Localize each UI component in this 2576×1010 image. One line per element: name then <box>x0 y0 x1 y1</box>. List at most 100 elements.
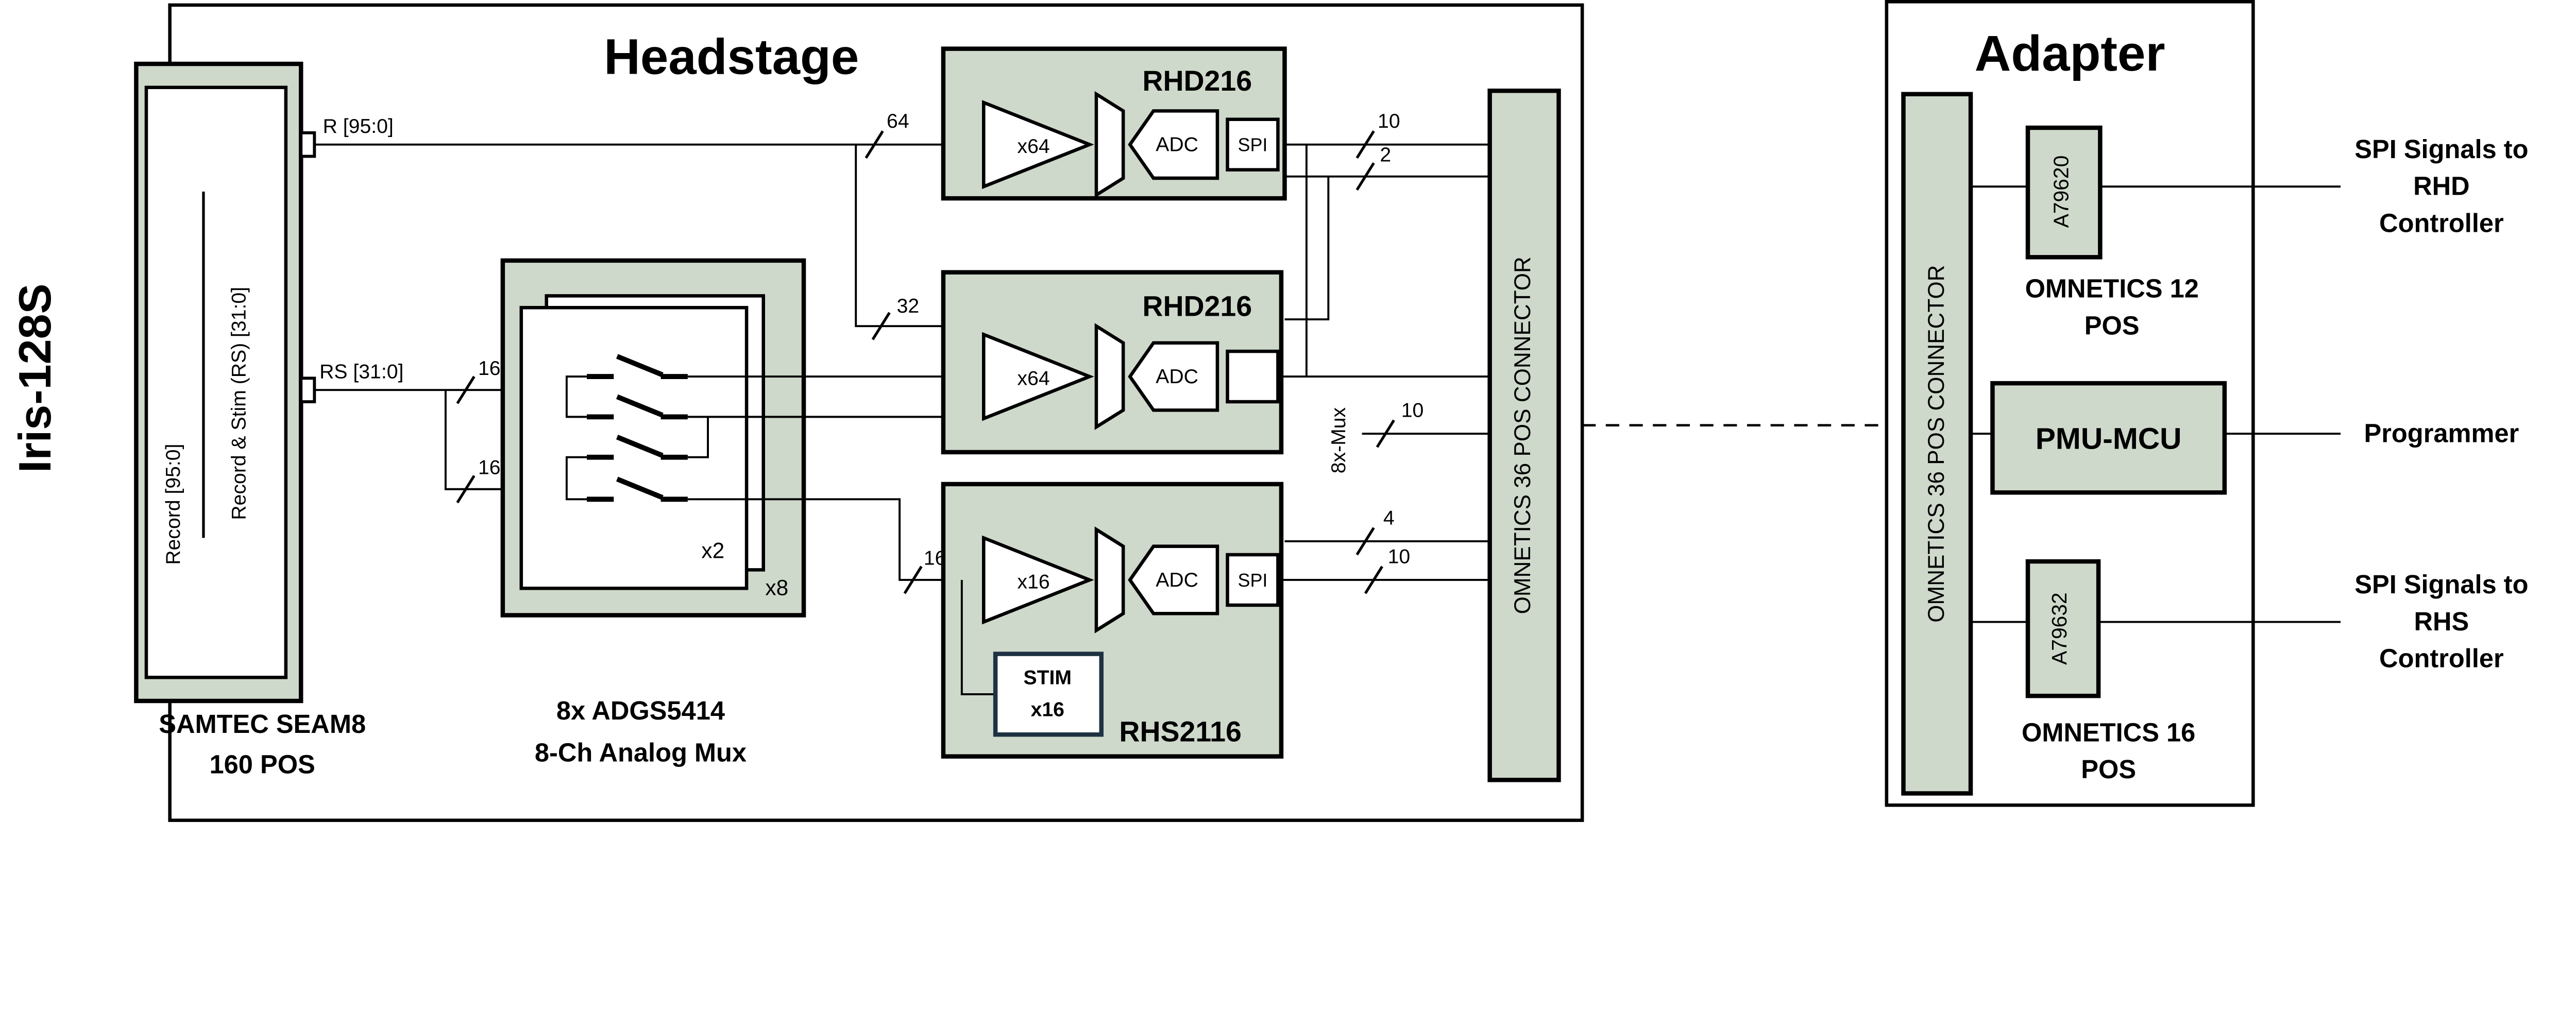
adapter-board: Adapter OMNETICS 36 POS CONNECTOR A79620… <box>1885 0 2341 807</box>
wire-rhs10-slash <box>1364 566 1383 594</box>
switch-blade <box>616 354 664 378</box>
product-title: Iris-128S <box>9 284 60 473</box>
adc-label: ADC <box>1156 569 1198 591</box>
amp-gain-label: x64 <box>1018 135 1050 158</box>
adc-shape <box>1128 544 1219 615</box>
rhd-controller-label-3: Controller <box>2379 208 2504 237</box>
mux-caption-2: 8-Ch Analog Mux <box>535 738 747 767</box>
mux-switch-4 <box>587 476 688 502</box>
switch-blade <box>616 476 664 500</box>
omnetics36-body <box>1901 92 1973 796</box>
pmu-mcu-path: PMU-MCU <box>1971 381 2341 495</box>
headstage-title: Headstage <box>604 28 859 85</box>
amp-gain-label: x16 <box>1018 571 1050 593</box>
system-block-diagram: Headstage Record [95:0] Record & Stim (R… <box>9 0 2529 822</box>
filter-shape <box>1094 526 1125 634</box>
programmer-label: Programmer <box>2364 418 2519 448</box>
spi-box <box>1226 553 1280 607</box>
switch-blade <box>616 435 664 458</box>
samtec-caption-2: 160 POS <box>210 749 315 779</box>
wire-r-slash <box>865 130 884 159</box>
mux-bracket-upper <box>565 375 587 418</box>
wire-spi10-width: 10 <box>1378 110 1400 132</box>
adapter-outline <box>1885 0 2255 807</box>
samtec-pin-r <box>299 131 316 158</box>
a79632-body <box>2025 559 2101 698</box>
wire-r-bus: R [95:0] 64 32 <box>314 110 1490 340</box>
wire-rs16a-slash <box>456 375 476 404</box>
rhs2116-title: RHS2116 <box>1119 715 1241 747</box>
rhd216-mid-title: RHD216 <box>1142 290 1252 322</box>
mux-x8-label: x8 <box>765 575 788 600</box>
wire-aux2-branch <box>1284 176 1330 321</box>
wire-stim4-width: 4 <box>1383 507 1395 529</box>
wire-aux2-width: 2 <box>1380 144 1391 166</box>
wire-r-width: 64 <box>887 110 909 132</box>
spi-box <box>1226 117 1280 172</box>
connector-bus-wires: 10 2 10 8x-Mux 4 10 <box>1284 110 1490 594</box>
adc-shape <box>1128 109 1219 180</box>
a79632-caption-2: POS <box>2081 755 2136 784</box>
wire-r32-branch <box>855 144 984 328</box>
mux-bracket-lower <box>565 456 587 501</box>
samtec-record-stim-label: Record & Stim (RS) [31:0] <box>228 287 250 520</box>
mux-bracket-right <box>687 416 709 458</box>
stim-label-1: STIM <box>1024 666 1072 689</box>
samtec-inner <box>144 85 288 679</box>
filter-shape <box>1094 91 1125 198</box>
adapter-omnetics-connector: OMNETICS 36 POS CONNECTOR <box>1901 92 1973 796</box>
unlabeled-interface-box <box>1226 349 1280 404</box>
wire-rs16a-width: 16 <box>478 357 501 380</box>
amp-triangle <box>982 332 1094 421</box>
spi-label: SPI <box>1238 570 1268 591</box>
adc-shape <box>1128 341 1219 412</box>
pmu-mcu-body <box>1990 381 2227 495</box>
rhd216-top: RHD216 x64 ADC SPI <box>941 46 1287 201</box>
samtec-caption-1: SAMTEC SEAM8 <box>159 709 366 739</box>
adc-label: ADC <box>1156 366 1198 388</box>
wire-spi10-slash <box>1355 130 1375 159</box>
omnetics36-label: OMNETICS 36 POS CONNECTOR <box>1510 256 1535 614</box>
wire-muxctrl-label: 8x-Mux <box>1328 407 1350 473</box>
wire-r-label: R [95:0] <box>323 115 394 138</box>
mux-switch-1 <box>587 354 688 379</box>
external-labels: SPI Signals to RHD Controller Programmer… <box>2354 134 2528 673</box>
a79620-caption-2: POS <box>2084 311 2140 340</box>
analog-mux: x2 x8 8x ADGS5414 8-Ch Analog Mux <box>500 258 806 767</box>
a79632-path: A79632 OMNETICS 16 POS <box>1971 559 2341 784</box>
wire-mux16-slash <box>903 566 923 594</box>
wire-stim4-slash <box>1355 527 1375 556</box>
wire-muxctrl-width: 10 <box>1401 399 1424 421</box>
switch-blade <box>616 394 664 418</box>
samtec-pin-rs <box>299 376 316 403</box>
a79620-label: A79620 <box>2049 156 2073 228</box>
samtec-connector: Record [95:0] Record & Stim (RS) [31:0] … <box>134 61 366 779</box>
wire-rs-label: RS [31:0] <box>319 361 403 383</box>
stim-box <box>993 652 1104 737</box>
rhd-controller-label-1: SPI Signals to <box>2354 134 2528 164</box>
rhs-controller-label-2: RHS <box>2414 607 2469 636</box>
wire-rs16b-width: 16 <box>478 456 501 478</box>
wire-r32-width: 32 <box>897 295 920 317</box>
omnetics36-label: OMNETICS 36 POS CONNECTOR <box>1924 265 1949 622</box>
wire-rs16b-slash <box>456 475 476 504</box>
stim-label-2: x16 <box>1031 698 1064 721</box>
samtec-record-label: Record [95:0] <box>162 444 184 565</box>
amp-triangle <box>982 535 1094 625</box>
rhd216-top-title: RHD216 <box>1142 65 1252 97</box>
mux-switch-3 <box>587 435 688 460</box>
spi-label: SPI <box>1238 135 1268 156</box>
pmu-mcu-label: PMU-MCU <box>2036 422 2182 455</box>
filter-shape <box>1094 323 1125 430</box>
wire-aux2-slash <box>1355 162 1375 191</box>
amp-gain-label: x64 <box>1018 367 1050 389</box>
wire-rhs10-width: 10 <box>1388 545 1411 568</box>
a79632-caption-1: OMNETICS 16 <box>2022 717 2195 747</box>
a79632-label: A79632 <box>2047 592 2071 665</box>
adc-label: ADC <box>1156 134 1198 156</box>
mux-switch-2 <box>587 394 688 420</box>
rhs-controller-label-1: SPI Signals to <box>2354 570 2528 599</box>
headstage-omnetics-connector: OMNETICS 36 POS CONNECTOR <box>1487 88 1561 782</box>
adapter-title: Adapter <box>1975 25 2165 81</box>
a79620-caption-1: OMNETICS 12 <box>2025 274 2199 303</box>
